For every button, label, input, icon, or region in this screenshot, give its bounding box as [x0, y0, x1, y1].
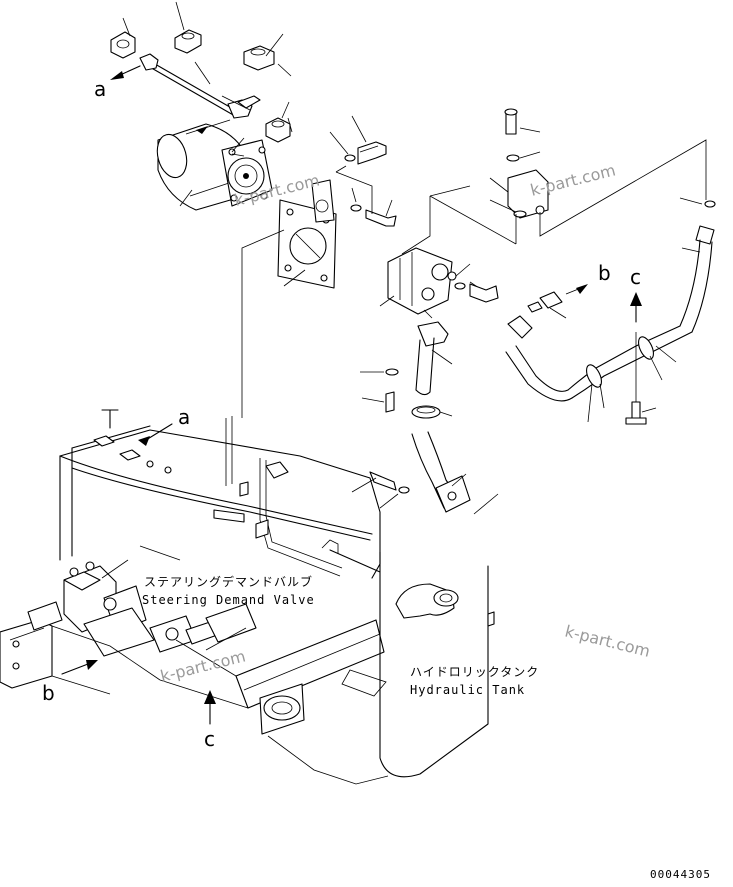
hydraulic-tank-en-label: Hydraulic Tank — [410, 683, 525, 697]
return-hose — [505, 225, 715, 402]
clamp-bolt — [625, 401, 647, 425]
ref-arrow-a-top: a — [94, 65, 141, 101]
small-hose-a — [139, 53, 261, 119]
drawing-code: 00044305 — [650, 868, 711, 881]
steering-valve-en-label: Steering Demand Valve — [142, 593, 315, 607]
lower-crossmember — [159, 619, 389, 785]
steering-demand-valve — [63, 561, 257, 657]
bolt-washer-set-1 — [344, 141, 387, 165]
connector-bolt-top — [174, 29, 202, 54]
elbow-fitting-top — [110, 31, 136, 59]
watermark: k-part.com — [158, 646, 247, 686]
hydraulic-tank-callout: ハイドロリックタンク Hydraulic Tank — [410, 665, 539, 697]
suction-hose — [415, 321, 449, 396]
ref-arrow-a-frame: a — [138, 405, 190, 446]
ref-label-c: c — [630, 265, 641, 289]
hose-clamp — [411, 405, 441, 419]
ref-label-b: b — [598, 261, 611, 285]
watermark: k-part.com — [528, 160, 617, 200]
ref-label-b-bottom: b — [42, 681, 55, 705]
ref-label-a-frame: a — [178, 405, 190, 429]
bolt-lower — [369, 471, 410, 494]
bolt-washer-set-2 — [350, 204, 397, 227]
hose-clamp-right-1 — [586, 364, 602, 388]
steering-pump-motor — [156, 119, 273, 211]
o-ring — [513, 210, 527, 218]
washer-right — [506, 154, 520, 162]
valve-bracket — [0, 601, 161, 695]
elbow-fitting-lower — [265, 117, 291, 143]
steering-valve-callout: ステアリングデマンドバルブ Steering Demand Valve — [142, 574, 315, 607]
watermark: k-part.com — [563, 621, 652, 661]
ref-label-a: a — [94, 77, 106, 101]
ref-arrow-c-bottom: c — [204, 690, 216, 751]
steering-valve-jp-label: ステアリングデマンドバルブ — [144, 574, 313, 589]
bolt-right-top — [504, 108, 518, 135]
connector-bolt-mid — [243, 45, 275, 71]
hydraulic-tank — [379, 551, 495, 778]
bolt-left — [385, 391, 395, 413]
ref-arrow-b-top: b — [576, 261, 611, 294]
adapter-fitting — [527, 291, 563, 313]
washer-left — [385, 368, 399, 376]
hydraulic-tank-jp-label: ハイドロリックタンク — [410, 665, 539, 679]
mounting-plate — [277, 179, 337, 289]
ref-arrow-c-top: c — [630, 265, 642, 323]
pump-bolt — [454, 282, 499, 303]
suction-tube — [411, 431, 471, 513]
gear-pump — [387, 247, 457, 315]
ref-arrow-b-bottom: b — [42, 660, 98, 705]
ref-label-c-bottom: c — [204, 727, 215, 751]
o-ring-right — [704, 200, 716, 208]
